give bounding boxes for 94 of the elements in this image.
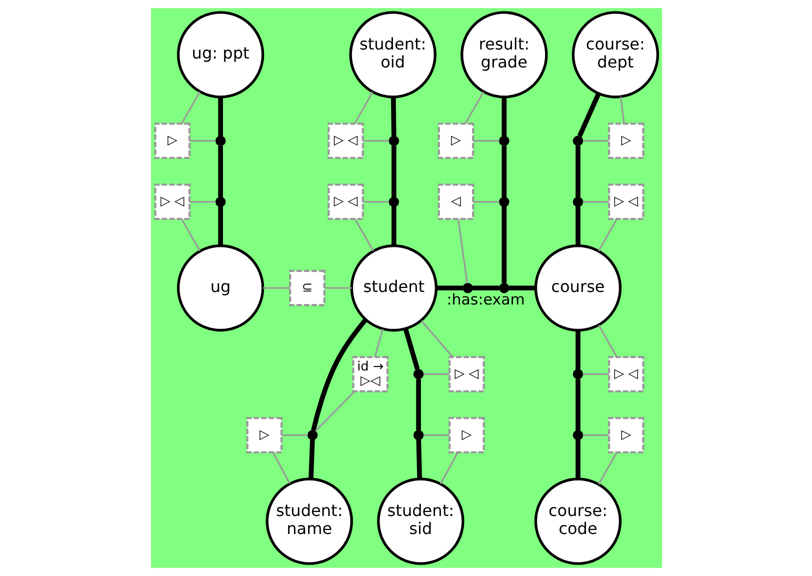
connector	[456, 219, 468, 284]
node-circle: student: oid	[348, 11, 436, 98]
connector	[281, 434, 308, 436]
node-dot	[572, 196, 583, 207]
connector	[597, 452, 618, 485]
connector	[598, 324, 618, 358]
node-box: ▷ ◁	[607, 184, 644, 220]
connector	[180, 92, 200, 124]
node-dot	[572, 430, 583, 440]
connector	[472, 201, 499, 203]
node-label: :has:exam	[446, 290, 524, 309]
node-box: ▷ ◁	[327, 184, 364, 220]
node-box: ▷	[246, 416, 282, 454]
connector	[575, 330, 580, 370]
connector	[189, 201, 216, 203]
connector	[218, 97, 222, 136]
connector	[324, 287, 352, 289]
node-dot	[498, 136, 509, 146]
connector	[464, 92, 484, 124]
node-box: ▷ ◁	[327, 122, 364, 160]
connector	[362, 201, 389, 203]
connector	[472, 286, 499, 290]
node-dot	[572, 136, 583, 146]
node-dot	[388, 136, 399, 146]
node-circle: result: grade	[460, 11, 548, 98]
node-circle: student	[350, 244, 438, 332]
node-dot	[462, 282, 472, 294]
node-box: ▷	[437, 122, 474, 160]
node-box: ⊆	[288, 270, 325, 306]
node-dot	[498, 196, 509, 207]
connector	[422, 373, 449, 375]
connector	[582, 434, 608, 436]
connector	[575, 206, 580, 246]
connector	[218, 206, 222, 246]
node-circle: student: sid	[376, 478, 464, 565]
connector	[310, 318, 368, 431]
node-dot	[214, 136, 226, 146]
connector	[576, 92, 600, 138]
node-dot	[306, 430, 318, 440]
node-box: ◁	[437, 184, 474, 220]
node-dot	[412, 368, 424, 380]
connector	[582, 373, 608, 375]
node-box: ▷ ◁	[607, 356, 644, 392]
connector	[501, 206, 506, 284]
connector	[501, 97, 506, 136]
node-dot	[388, 196, 399, 207]
connector	[308, 440, 314, 479]
connector	[582, 140, 608, 142]
connector	[391, 206, 396, 246]
connector	[354, 92, 373, 124]
connector	[439, 452, 458, 484]
connector	[420, 320, 453, 358]
connector	[575, 146, 580, 198]
node-circle: course: dept	[571, 11, 659, 98]
connector	[416, 440, 422, 479]
connector	[354, 218, 374, 252]
connector	[262, 287, 290, 289]
connector	[422, 434, 449, 436]
connector	[436, 286, 462, 290]
node-box: ▷	[448, 416, 484, 454]
node-circle: ug: ppt	[176, 11, 264, 98]
node-box: ▷ ◁	[448, 356, 484, 392]
connector	[374, 328, 383, 358]
connector	[416, 379, 420, 430]
node-circle: course	[534, 244, 622, 332]
connector	[362, 140, 389, 142]
node-dot	[572, 368, 583, 380]
node-circle: course: code	[534, 478, 622, 565]
connector	[314, 390, 355, 432]
node-box: ▷	[607, 416, 644, 454]
node-box: ▷ ◁	[154, 184, 190, 220]
connector	[619, 96, 624, 124]
connector	[508, 286, 536, 290]
connector	[575, 379, 580, 430]
connector	[272, 452, 290, 484]
connector	[218, 146, 222, 198]
node-box: ▷	[154, 122, 190, 160]
connector	[402, 328, 420, 370]
connector	[189, 140, 216, 142]
connector	[391, 146, 396, 198]
connector	[390, 97, 396, 136]
node-dot	[498, 282, 509, 294]
node-circle: ug	[176, 244, 264, 332]
connector	[180, 218, 200, 252]
connector	[575, 440, 580, 479]
connector	[472, 140, 499, 142]
connector	[582, 201, 608, 203]
node-dot	[412, 430, 424, 440]
node-circle: student: name	[265, 478, 352, 565]
node-dot	[214, 196, 226, 207]
node-box: id → ▷◁	[352, 356, 388, 392]
connector	[597, 218, 618, 252]
connector	[501, 146, 506, 198]
node-box: ▷	[607, 122, 644, 160]
